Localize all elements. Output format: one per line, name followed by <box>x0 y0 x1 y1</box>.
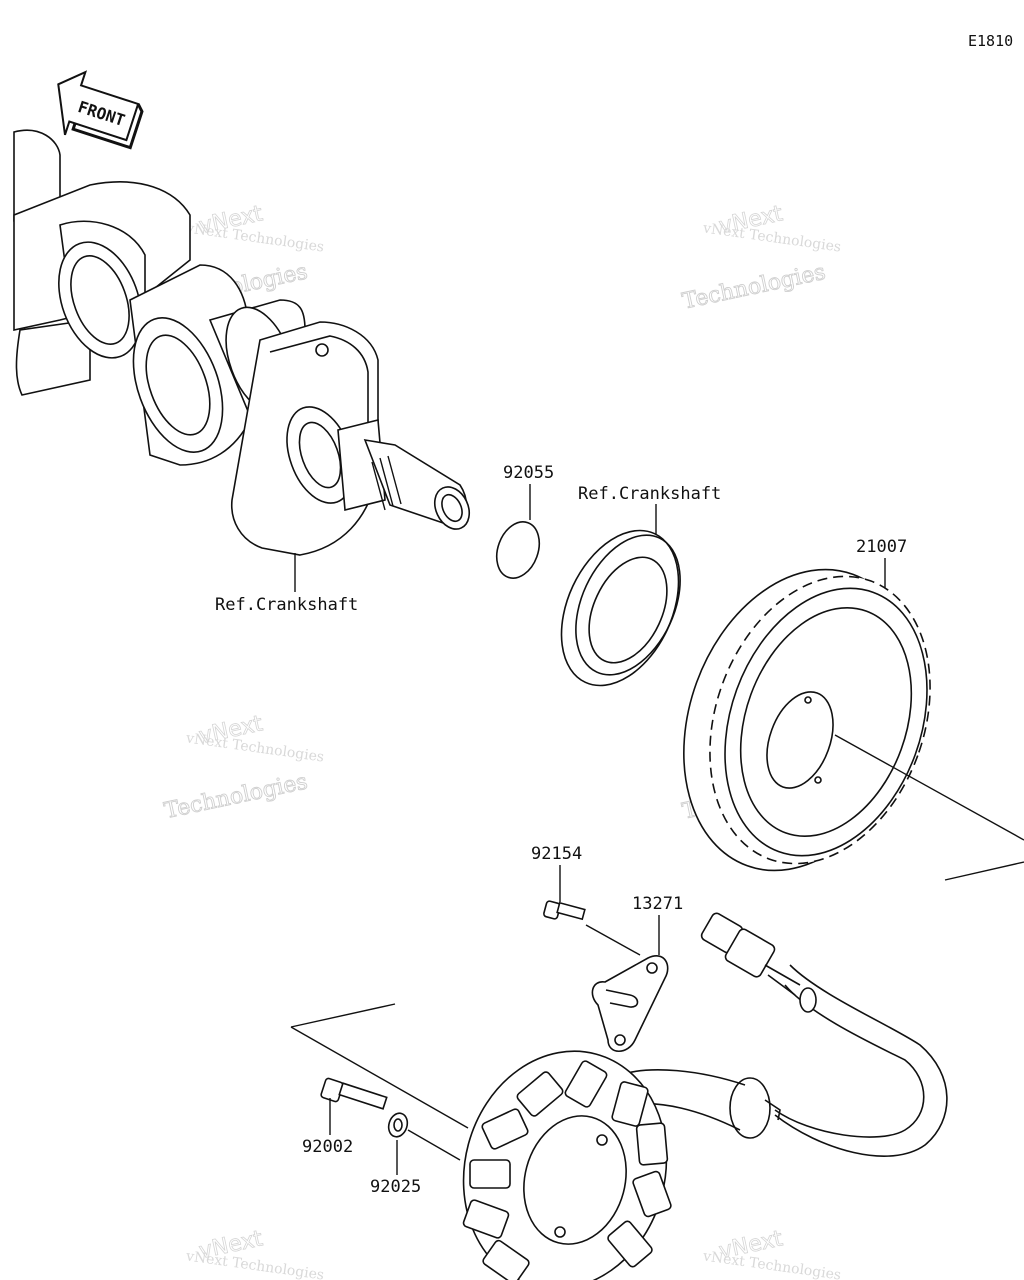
watermark-bottom-left: vNext vNext Technologies <box>184 1226 325 1280</box>
callout-crank-ref-bottom: Ref.Crankshaft <box>215 595 358 615</box>
callout-21007: 21007 <box>856 537 907 557</box>
diagram-code: E1810 <box>968 32 1013 50</box>
svg-text:Technologies: Technologies <box>162 769 310 824</box>
callout-13271: 13271 <box>632 894 683 914</box>
crankshaft <box>13 129 471 556</box>
watermark-mid-left: vNext vNext Technologies Technologies <box>162 711 325 825</box>
seal-ring <box>560 529 681 687</box>
bolt-92154 <box>543 900 586 921</box>
plate-13271 <box>591 955 669 1053</box>
rotor-flywheel <box>683 568 931 872</box>
stator <box>462 1050 672 1280</box>
wiring-harness <box>619 912 948 1157</box>
svg-text:Technologies: Technologies <box>680 260 828 315</box>
front-arrow-icon: FRONT <box>57 70 144 150</box>
o-ring <box>495 521 541 579</box>
watermark-top-right: vNext vNext Technologies Technologies <box>680 201 842 315</box>
callout-92154: 92154 <box>531 844 582 864</box>
watermark-bottom-right: vNext vNext Technologies <box>701 1226 842 1280</box>
bolt-92002 <box>320 1077 388 1110</box>
washer-92025 <box>387 1112 409 1138</box>
callout-92025: 92025 <box>370 1177 421 1197</box>
callout-92055: 92055 <box>503 463 554 483</box>
callout-92002: 92002 <box>302 1137 353 1157</box>
callout-crank-ref-top: Ref.Crankshaft <box>578 484 721 504</box>
